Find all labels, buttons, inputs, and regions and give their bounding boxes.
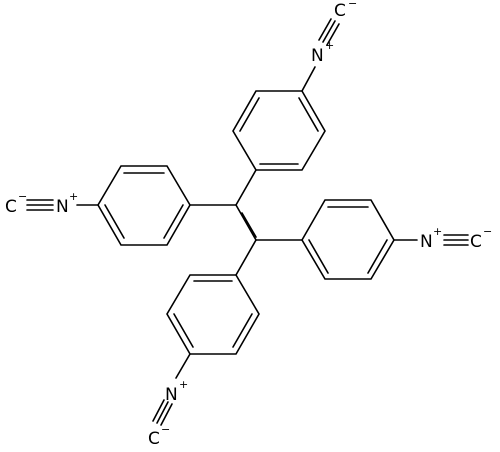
isocyanide-right: N + C − [393,225,492,252]
ring-connectors [189,169,303,276]
isocyanide-triple-bond-bottom-left-3 [160,403,173,426]
central-double-bond-inner [241,212,257,238]
benzene-ring-right-double-3 [308,239,329,274]
benzene-ring-bottom-double-3 [232,313,253,348]
connector-bottom-ring [235,239,257,276]
ring-to-nitrogen-bond-bottom-left [175,353,191,379]
carbon-charge-left: − [18,190,27,203]
benzene-ring-top [232,90,326,171]
nitrogen-label-bottom-left: N [165,385,178,405]
carbon-label-left: C [5,197,17,217]
benzene-ring-bottom-outline [166,274,260,355]
nitrogen-label-top-right: N [311,46,324,66]
nitrogen-label-left: N [56,197,69,217]
nitrogen-charge-top-right: + [325,39,334,52]
benzene-ring-right [301,199,395,280]
benzene-ring-bottom [166,274,260,355]
isocyanide-triple-bond-top-right-3 [326,23,340,46]
benzene-ring-right-double-2 [367,239,388,274]
isocyanide-triple-bond-top-right-2 [318,18,332,41]
isocyanide-triple-bond-top-right-1 [322,20,336,43]
nitrogen-label-right: N [420,232,433,252]
nitrogen-charge-left: + [69,190,78,203]
ring-to-nitrogen-bond-top-right [301,66,316,92]
benzene-ring-left-double-2 [104,204,125,239]
nitrogen-charge-right: + [433,225,442,238]
central-double-bond-main [235,204,257,241]
isocyanide-left: C − N + [5,190,99,217]
benzene-ring-left [97,165,191,246]
isocyanide-bottom-left: N + C − [148,353,191,449]
carbon-charge-bottom-left: − [161,423,170,436]
isocyanide-top-right: N + C − [301,0,357,92]
carbon-label-right: C [470,232,482,252]
isocyanide-triple-bond-bottom-left-2 [152,399,165,422]
nitrogen-charge-bottom-left: + [179,378,188,391]
carbon-label-bottom-left: C [148,429,160,449]
isocyanide-triple-bond-bottom-left-1 [156,401,169,424]
benzene-ring-top-double-1 [239,97,260,132]
benzene-ring-top-outline [232,90,326,171]
connector-top-ring [235,169,257,206]
benzene-ring-right-outline [301,199,395,280]
benzene-ring-left-double-3 [163,204,184,239]
benzene-ring-bottom-double-2 [173,313,194,348]
carbon-charge-right: − [483,225,492,238]
central-alkene [235,204,257,241]
benzene-ring-top-double-2 [298,97,319,132]
carbon-label-top-right: C [334,1,346,21]
carbon-charge-top-right: − [348,0,357,10]
benzene-ring-left-outline [97,165,191,246]
